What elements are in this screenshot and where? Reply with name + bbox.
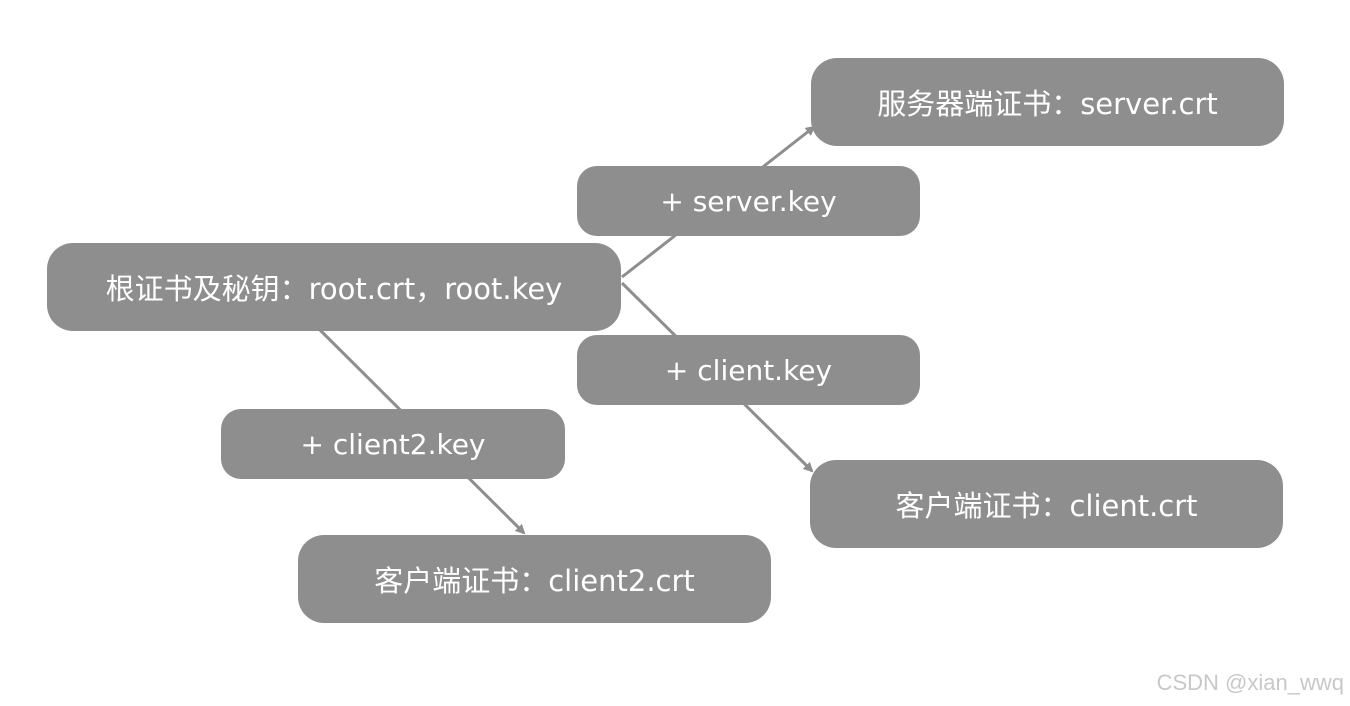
client2-cert-node: 客户端证书：client2.crt [298,535,771,623]
client-key-node: + client.key [577,335,920,405]
root-cert-label: 根证书及秘钥：root.crt，root.key [105,272,563,306]
client2-cert-label: 客户端证书：client2.crt [374,564,695,598]
server-cert-node: 服务器端证书：server.crt [811,58,1284,146]
watermark: CSDN @xian_wwq [1156,670,1344,695]
server-cert-label: 服务器端证书：server.crt [877,87,1218,121]
root-cert-node: 根证书及秘钥：root.crt，root.key [47,243,621,331]
server-key-node: + server.key [577,166,920,236]
client-key-label: + client.key [664,353,833,387]
client-cert-label: 客户端证书：client.crt [895,489,1198,523]
client2-key-node: + client2.key [221,409,565,479]
server-key-label: + server.key [660,184,837,218]
client2-key-label: + client2.key [300,427,486,461]
client-cert-node: 客户端证书：client.crt [810,460,1283,548]
